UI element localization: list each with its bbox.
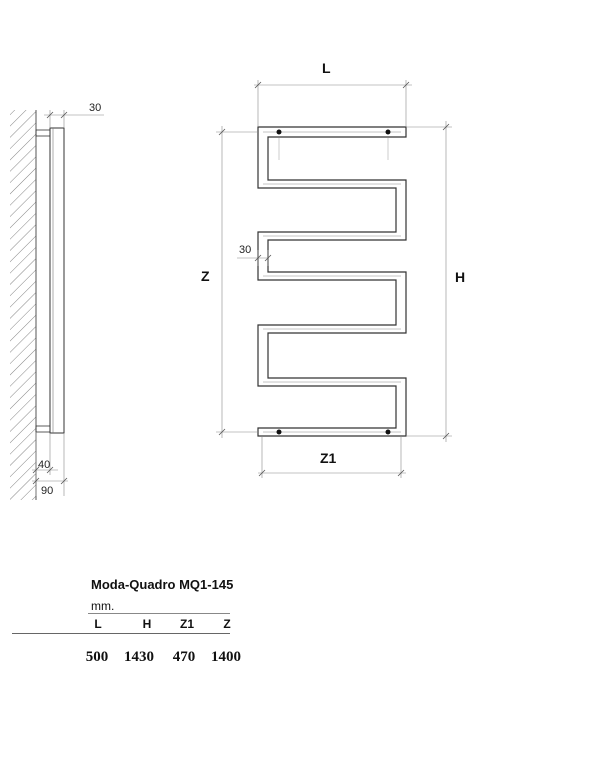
front-view: L Z H Z1 30 bbox=[201, 60, 465, 478]
dim-side-40: 40 bbox=[38, 459, 50, 471]
wall-hatch bbox=[10, 110, 36, 500]
radiator-inner-line bbox=[263, 131, 401, 433]
side-panel bbox=[49, 127, 65, 434]
unit-label: mm. bbox=[91, 599, 115, 613]
header-L: L bbox=[94, 617, 102, 631]
value-Z1: 470 bbox=[172, 649, 196, 665]
divider bbox=[88, 613, 230, 614]
header-Z1: Z1 bbox=[179, 617, 194, 631]
spec-table: Moda-Quadro MQ1-145 mm. L H Z1 Z 500 143… bbox=[0, 570, 300, 680]
connection-point bbox=[276, 429, 282, 435]
value-L: 500 bbox=[85, 649, 109, 665]
header-Z: Z bbox=[223, 617, 231, 631]
value-H: 1430 bbox=[124, 649, 154, 665]
dim-label-H: H bbox=[455, 269, 465, 285]
header-H: H bbox=[142, 617, 152, 631]
connection-point bbox=[385, 129, 391, 135]
dim-side-30: 30 bbox=[89, 102, 101, 114]
value-Z: 1400 bbox=[211, 649, 241, 665]
model-title: Moda-Quadro MQ1-145 bbox=[91, 577, 234, 592]
top-bracket bbox=[35, 129, 51, 137]
dim-label-Z: Z bbox=[201, 268, 210, 284]
connection-point bbox=[276, 129, 282, 135]
dim-label-Z1: Z1 bbox=[320, 450, 337, 466]
side-view: 30 40 90 bbox=[10, 102, 104, 500]
bottom-bracket bbox=[35, 425, 51, 433]
dim-label-L: L bbox=[322, 60, 331, 76]
dim-inner-30: 30 bbox=[239, 244, 251, 256]
technical-drawing: 30 40 90 L bbox=[10, 60, 465, 500]
connection-point bbox=[385, 429, 391, 435]
divider bbox=[12, 633, 230, 634]
radiator-outline bbox=[257, 126, 407, 437]
dim-side-90: 90 bbox=[41, 485, 53, 497]
